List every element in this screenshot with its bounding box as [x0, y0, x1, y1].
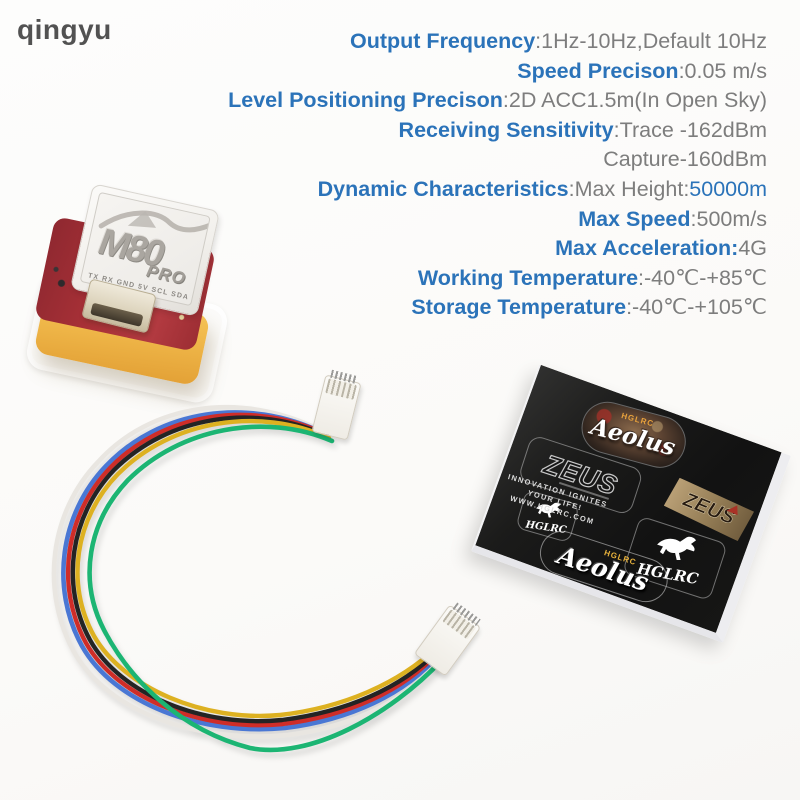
spec-line: Max Acceleration:4G	[228, 234, 767, 264]
spec-segment: :-40℃-+105℃	[626, 295, 767, 320]
cable-wires	[51, 405, 445, 753]
spec-line: Output Frequency:1Hz-10Hz,Default 10Hz	[228, 27, 767, 57]
spec-segment: 4G	[738, 236, 767, 261]
spec-segment: Level Positioning Precison	[228, 88, 503, 113]
spec-segment: :1Hz-10Hz,Default 10Hz	[535, 29, 767, 53]
spec-segment: Dynamic Characteristics	[317, 176, 569, 201]
spec-segment: Max Acceleration:	[555, 236, 739, 261]
module-label: M80 PRO TX RX GND 5V SCL SDA	[79, 191, 211, 307]
spec-segment: Output Frequency	[350, 29, 536, 53]
spec-line: Working Temperature:-40℃-+85℃	[228, 264, 767, 294]
dino-icon	[657, 536, 697, 561]
watermark: qingyu	[17, 14, 112, 45]
spec-segment: Speed Precison	[517, 58, 679, 83]
gps-module: M80 PRO TX RX GND 5V SCL SDA	[23, 183, 231, 406]
sticker-sheet: HGLRC Aeolus ZEUS ZEUS HGLRC HGLRC HGLRC…	[471, 364, 791, 643]
spec-segment: Capture-160dBm	[603, 147, 767, 172]
spec-line: Storage Temperature:-40℃-+105℃	[228, 293, 767, 323]
spec-segment: Receiving Sensitivity	[398, 117, 614, 142]
sticker-hglrc-small: HGLRC	[515, 489, 581, 544]
spec-segment: :500m/s	[690, 206, 767, 231]
spec-segment: :Trace -162dBm	[613, 117, 767, 142]
spec-line: Level Positioning Precison:2D ACC1.5m(In…	[228, 86, 767, 116]
spec-segment: Storage Temperature	[411, 295, 627, 320]
spec-line: Capture-160dBm	[228, 145, 767, 175]
spec-line: Receiving Sensitivity:Trace -162dBm	[228, 116, 767, 146]
eagle-graphic-icon	[98, 210, 211, 233]
spec-segment: Max Speed	[578, 206, 691, 231]
sticker-hglrc-large: HGLRC	[621, 515, 728, 602]
spec-segment: 50000m	[689, 176, 767, 201]
spec-segment: :Max Height:	[568, 176, 690, 201]
spec-segment: :0.05 m/s	[678, 58, 767, 83]
spec-segment: :2D ACC1.5m(In Open Sky)	[502, 88, 767, 113]
spec-segment: Working Temperature	[417, 265, 639, 290]
spec-line: Max Speed:500m/s	[228, 205, 767, 235]
spec-segment: :-40℃-+85℃	[638, 265, 767, 290]
module-logo-sub: PRO	[144, 261, 188, 289]
spec-line: Dynamic Characteristics:Max Height:50000…	[228, 175, 767, 205]
spec-line: Speed Precison:0.05 m/s	[228, 57, 767, 87]
module-top-plate: M80 PRO TX RX GND 5V SCL SDA	[69, 183, 221, 317]
dino-icon	[536, 502, 561, 518]
